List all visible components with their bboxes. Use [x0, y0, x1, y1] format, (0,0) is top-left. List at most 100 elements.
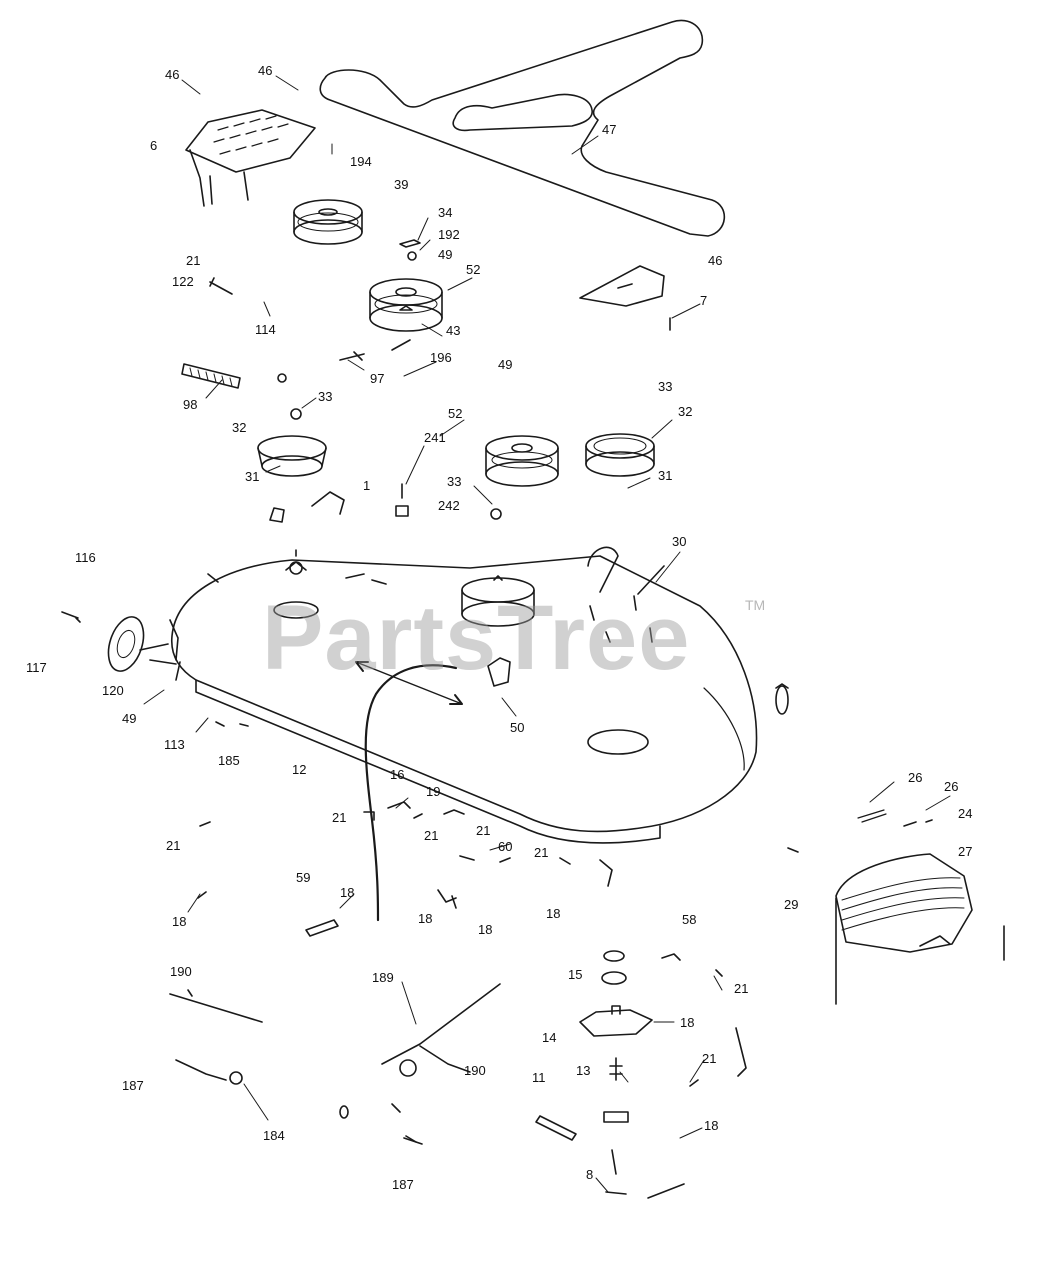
callout-196: 196 [430, 350, 452, 365]
pin [339, 1105, 349, 1119]
callout-34: 34 [438, 205, 453, 220]
callout-1: 1 [363, 478, 371, 493]
drive-belt [319, 19, 726, 237]
bolt-122 [209, 277, 233, 295]
callout-31: 31 [658, 468, 673, 483]
callout-21: 21 [424, 828, 439, 843]
nut-58 [661, 953, 681, 961]
callout-27: 27 [958, 844, 973, 859]
callout-49: 49 [438, 247, 453, 262]
callout-189: 189 [372, 970, 394, 985]
idler-bracket-7 [579, 265, 665, 307]
callout-18: 18 [546, 906, 561, 921]
nut-21-lower [689, 1079, 699, 1087]
callout-26: 26 [908, 770, 923, 785]
callout-12: 12 [292, 762, 307, 777]
hardware-60 [499, 857, 511, 863]
callout-242: 242 [438, 498, 460, 513]
gauge-wheel-120 [107, 616, 181, 681]
callout-43: 43 [446, 323, 461, 338]
callout-116: 116 [75, 550, 96, 565]
callout-14: 14 [542, 1030, 557, 1045]
callout-52: 52 [466, 262, 481, 277]
dimension-arrow [355, 661, 463, 705]
bushing-184 [229, 1071, 243, 1085]
callout-120: 120 [102, 683, 124, 698]
pulley-32-right [585, 433, 655, 477]
callout-21: 21 [186, 253, 201, 268]
callout-185: 185 [218, 753, 240, 768]
hardware-185 [215, 721, 249, 727]
callout-50: 50 [510, 720, 525, 735]
nut-33b [277, 373, 287, 383]
belt-keeper-50 [487, 657, 511, 687]
callout-18: 18 [418, 911, 433, 926]
hardware-12 [197, 821, 211, 899]
callout-58: 58 [682, 912, 697, 927]
bolt-8 [647, 1183, 685, 1199]
callout-21: 21 [534, 845, 549, 860]
spring-196 [391, 339, 411, 351]
callout-241: 241 [424, 430, 446, 445]
clip-26 [903, 819, 933, 827]
belt-guard-bracket [189, 149, 249, 207]
center-spindle-pulley [461, 575, 535, 627]
callout-46: 46 [165, 67, 180, 82]
leader-lines [143, 75, 951, 1193]
deck-skirt [195, 679, 661, 844]
rod-190 [169, 989, 263, 1023]
callout-24: 24 [958, 806, 973, 821]
callout-117: 117 [26, 660, 47, 675]
anti-scalp-roller [775, 683, 789, 715]
callout-21: 21 [702, 1051, 717, 1066]
link-187 [175, 1059, 227, 1081]
blade-11 [535, 1115, 577, 1141]
spring-26 [857, 809, 887, 823]
pulley-52-upper [369, 278, 443, 332]
belt-guide [207, 573, 387, 585]
arm-97 [339, 351, 365, 361]
callout-8: 8 [586, 1167, 594, 1182]
callout-184: 184 [263, 1128, 285, 1143]
hardware-21 [363, 811, 571, 865]
pulley-52-lower [485, 435, 559, 487]
hardware-59 [305, 919, 339, 937]
bag-bracket [787, 847, 799, 853]
callout-190: 190 [464, 1063, 486, 1078]
callout-187: 187 [392, 1177, 414, 1192]
spring-hooks-30 [589, 565, 665, 643]
callout-7: 7 [700, 293, 708, 308]
belt-guard [185, 109, 316, 173]
callout-21: 21 [166, 838, 181, 853]
callout-21: 21 [734, 981, 749, 996]
drive-belt-inner [452, 93, 593, 132]
callout-33: 33 [318, 389, 333, 404]
callout-39: 39 [394, 177, 409, 192]
callout-113: 113 [164, 737, 185, 752]
callout-52: 52 [448, 406, 463, 421]
callout-6: 6 [150, 138, 158, 153]
callout-122: 122 [172, 274, 194, 289]
nut-242 [490, 508, 502, 520]
callout-18: 18 [680, 1015, 695, 1030]
callout-29: 29 [784, 897, 799, 912]
bolt-116 [61, 611, 81, 623]
clip-187 [403, 1137, 423, 1145]
callout-32: 32 [678, 404, 693, 419]
callout-18: 18 [704, 1118, 719, 1133]
callout-46: 46 [258, 63, 273, 78]
callout-33: 33 [658, 379, 673, 394]
callout-97: 97 [370, 371, 385, 386]
bolt-21-right [715, 969, 747, 1077]
callout-18: 18 [172, 914, 187, 929]
grass-bag-27 [835, 853, 1005, 1005]
callout-26: 26 [944, 779, 959, 794]
callout-190: 190 [170, 964, 192, 979]
callout-19: 19 [426, 784, 441, 799]
callout-114: 114 [255, 322, 276, 337]
callout-21: 21 [332, 810, 347, 825]
pulley-32-left [257, 435, 327, 477]
callout-49: 49 [498, 357, 513, 372]
